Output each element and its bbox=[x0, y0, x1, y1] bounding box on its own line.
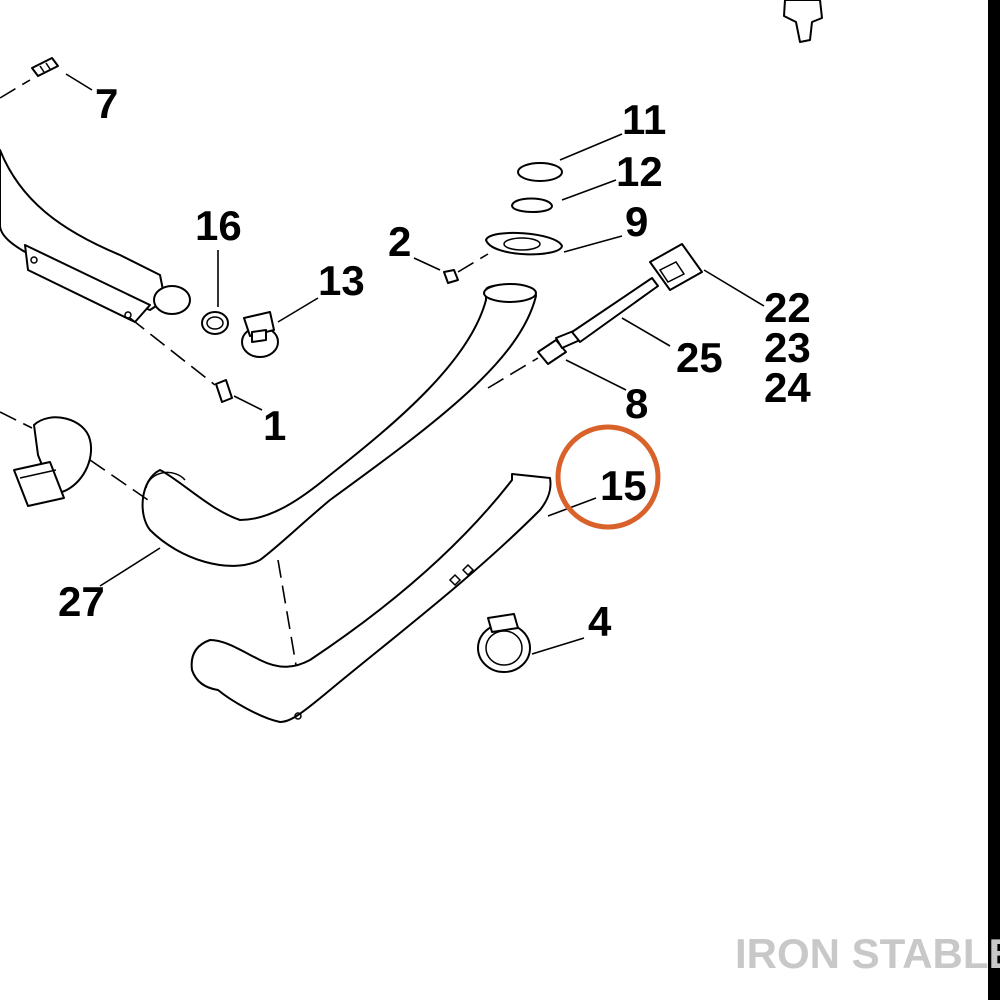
callout-2: 2 bbox=[388, 218, 411, 265]
clip-part-top-right bbox=[783, 0, 823, 43]
bolt-part-1 bbox=[215, 379, 233, 403]
highlight-circle-15 bbox=[555, 424, 661, 530]
stud-part-7 bbox=[31, 57, 59, 77]
callout-16: 16 bbox=[195, 202, 242, 249]
upper-header-pipe bbox=[0, 149, 191, 323]
leader-7 bbox=[65, 73, 93, 91]
leader-11 bbox=[559, 133, 623, 161]
leader-dash-8 bbox=[487, 357, 539, 389]
heat-shield-part-15 bbox=[190, 473, 552, 723]
sensor-cable-part-25 bbox=[571, 277, 659, 343]
leader-dash-7 bbox=[0, 79, 31, 99]
leader-27 bbox=[99, 547, 161, 587]
leader-dash-15 bbox=[277, 559, 297, 666]
leader-12 bbox=[561, 179, 617, 201]
ring-part-11 bbox=[517, 162, 563, 182]
callout-24: 24 bbox=[764, 364, 811, 411]
flange-gasket-part-9 bbox=[485, 231, 563, 256]
leader-4 bbox=[531, 637, 585, 655]
clamp-part-13 bbox=[241, 311, 279, 358]
nut-part-2 bbox=[443, 269, 459, 284]
leader-22 bbox=[703, 269, 765, 307]
leader-dash-2 bbox=[457, 253, 489, 273]
connector-part-22 bbox=[649, 243, 703, 291]
callout-27: 27 bbox=[58, 578, 105, 625]
callout-8: 8 bbox=[625, 380, 648, 427]
callout-12: 12 bbox=[616, 148, 663, 195]
gasket-part-16 bbox=[201, 311, 229, 335]
watermark-text: IRON STABLE bbox=[735, 930, 1000, 977]
leader-dash-clamp-a bbox=[0, 411, 33, 429]
retaining-ring-part-12 bbox=[511, 197, 553, 213]
callout-7: 7 bbox=[95, 80, 118, 127]
right-edge-bar bbox=[988, 0, 1000, 1000]
leader-25 bbox=[621, 317, 671, 347]
front-header-pipe-27 bbox=[141, 283, 537, 567]
exhaust-clamp-left bbox=[13, 416, 93, 507]
callout-25: 25 bbox=[676, 334, 723, 381]
callout-11: 11 bbox=[622, 96, 666, 143]
leader-1 bbox=[233, 395, 263, 411]
leader-13 bbox=[277, 297, 319, 323]
leader-8 bbox=[565, 359, 627, 391]
leader-15 bbox=[547, 497, 597, 517]
leader-2 bbox=[413, 257, 441, 271]
leader-dash-1 bbox=[129, 317, 216, 386]
callout-22: 22 bbox=[764, 284, 811, 331]
callout-9: 9 bbox=[625, 198, 648, 245]
callout-15: 15 bbox=[600, 462, 647, 509]
callout-1: 1 bbox=[263, 402, 286, 449]
leader-9 bbox=[563, 235, 623, 253]
callout-13: 13 bbox=[318, 257, 365, 304]
callout-23: 23 bbox=[764, 324, 811, 371]
callout-4: 4 bbox=[588, 598, 612, 645]
leader-dash-clamp-b bbox=[89, 459, 149, 501]
hose-clamp-part-4 bbox=[477, 613, 531, 673]
